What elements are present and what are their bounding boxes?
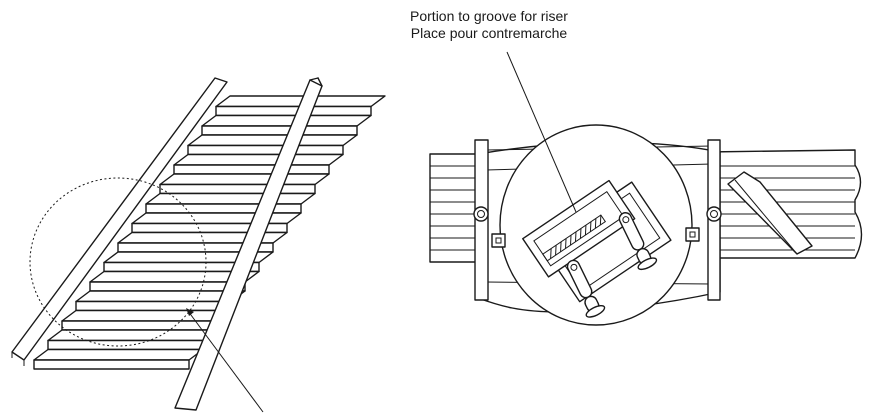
label-riser-groove-en: Portion to groove for riser xyxy=(410,8,568,24)
right-stringer xyxy=(174,77,323,411)
stair-step xyxy=(103,251,274,273)
stair-step xyxy=(47,329,218,351)
stair-steps xyxy=(33,95,386,370)
staircase xyxy=(11,77,386,413)
riser-groove-hatch xyxy=(542,214,607,262)
stair-step xyxy=(145,192,316,214)
stair-step xyxy=(75,290,246,312)
stair-step xyxy=(33,348,204,370)
right-pivot-icon xyxy=(706,206,722,222)
stair-step xyxy=(131,212,302,234)
detail-circle xyxy=(29,177,207,347)
detail-leader-line xyxy=(186,308,264,413)
left-stringer xyxy=(11,77,228,366)
clamp-pin-upper xyxy=(618,212,658,271)
board-right xyxy=(705,149,863,259)
right-rail xyxy=(685,139,722,301)
stair-step xyxy=(215,95,386,117)
clamp-pin-lower xyxy=(566,259,606,318)
left-pivot-icon xyxy=(473,206,489,222)
stair-step xyxy=(173,153,344,175)
left-rail xyxy=(473,139,506,301)
stair-step xyxy=(61,309,232,331)
stair-step xyxy=(159,173,330,195)
label-leader-line xyxy=(506,51,577,213)
router-jig xyxy=(429,51,863,326)
left-clamp-block xyxy=(491,233,506,248)
stair-step xyxy=(201,114,372,136)
right-clamp-block xyxy=(685,227,700,242)
stair-step xyxy=(187,134,358,156)
board-left xyxy=(429,153,489,263)
label-riser-groove-fr: Place pour contremarche xyxy=(410,25,568,41)
